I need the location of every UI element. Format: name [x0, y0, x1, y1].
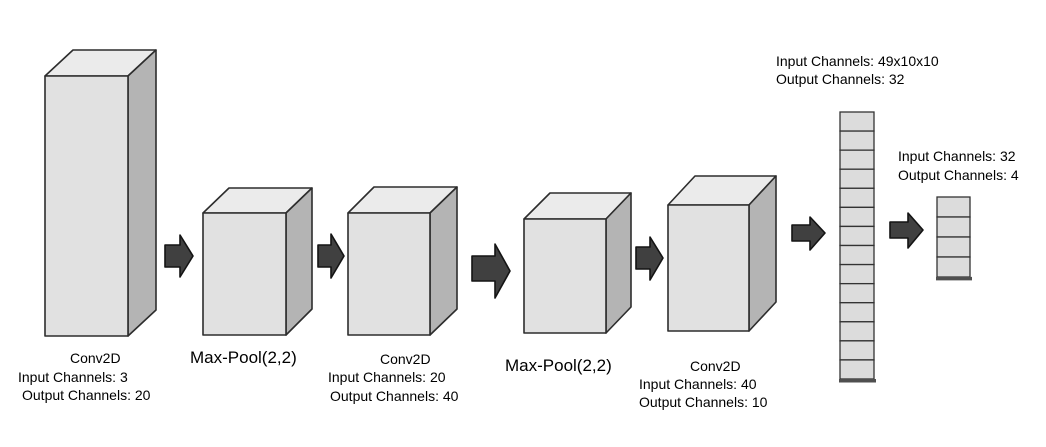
flatten-column: [839, 111, 875, 380]
conv1-label-output: Output Channels: 20: [22, 387, 151, 403]
conv1-front-face: [44, 75, 129, 337]
column-cell: [839, 321, 875, 342]
column-cell: [839, 263, 875, 285]
flow-arrow-4-icon: [635, 236, 664, 281]
column-cell: [936, 216, 971, 238]
conv1-box: [44, 49, 157, 337]
dense-output-column: [936, 196, 971, 278]
conv2-label-input: Input Channels: 20: [328, 369, 446, 385]
column-cell: [839, 225, 875, 247]
flow-arrow-1-icon: [164, 234, 194, 278]
conv3-label-title: Conv2D: [690, 358, 741, 374]
conv1-side-face: [127, 49, 157, 337]
dense-output-label-output: Output Channels: 4: [898, 167, 1019, 183]
conv2-box: [347, 186, 458, 336]
conv3-label-input: Input Channels: 40: [639, 376, 757, 392]
maxpool2-side-face: [605, 192, 632, 334]
flatten-label-input: Input Channels: 49x10x10: [776, 53, 939, 69]
maxpool2-box: [523, 192, 632, 334]
conv2-front-face: [347, 212, 431, 336]
maxpool2-label: Max-Pool(2,2): [505, 356, 612, 375]
maxpool1-front-face: [202, 212, 287, 336]
column-cell: [839, 340, 875, 361]
conv2-label-title: Conv2D: [380, 351, 431, 367]
conv3-label-output: Output Channels: 10: [639, 394, 768, 410]
column-cell: [839, 302, 875, 323]
column-cell: [839, 111, 875, 132]
flow-arrow-5-icon: [791, 216, 826, 251]
maxpool2-front-face: [523, 218, 607, 334]
conv3-front-face: [667, 204, 750, 332]
column-cell: [839, 359, 875, 380]
flow-arrow-6-icon: [889, 212, 924, 249]
flatten-label-output: Output Channels: 32: [776, 71, 905, 87]
dense-output-label-input: Input Channels: 32: [898, 148, 1016, 164]
column-cell: [936, 236, 971, 258]
conv1-label-title: Conv2D: [70, 350, 121, 366]
conv2-label-output: Output Channels: 40: [330, 388, 459, 404]
maxpool1-label: Max-Pool(2,2): [190, 348, 297, 367]
column-cell: [839, 168, 875, 189]
flow-arrow-3-icon: [471, 243, 511, 299]
conv1-label-input: Input Channels: 3: [18, 369, 128, 385]
column-cell: [936, 256, 971, 278]
maxpool1-box: [202, 187, 313, 336]
column-cell: [839, 130, 875, 151]
column-cell: [839, 244, 875, 266]
column-cell: [839, 206, 875, 228]
conv3-box: [667, 175, 777, 332]
column-cell: [839, 187, 875, 209]
flow-arrow-2-icon: [317, 233, 345, 279]
maxpool1-side-face: [285, 187, 313, 336]
column-cell: [936, 196, 971, 218]
conv2-side-face: [429, 186, 458, 336]
column-cell: [839, 282, 875, 304]
column-cell: [839, 149, 875, 170]
